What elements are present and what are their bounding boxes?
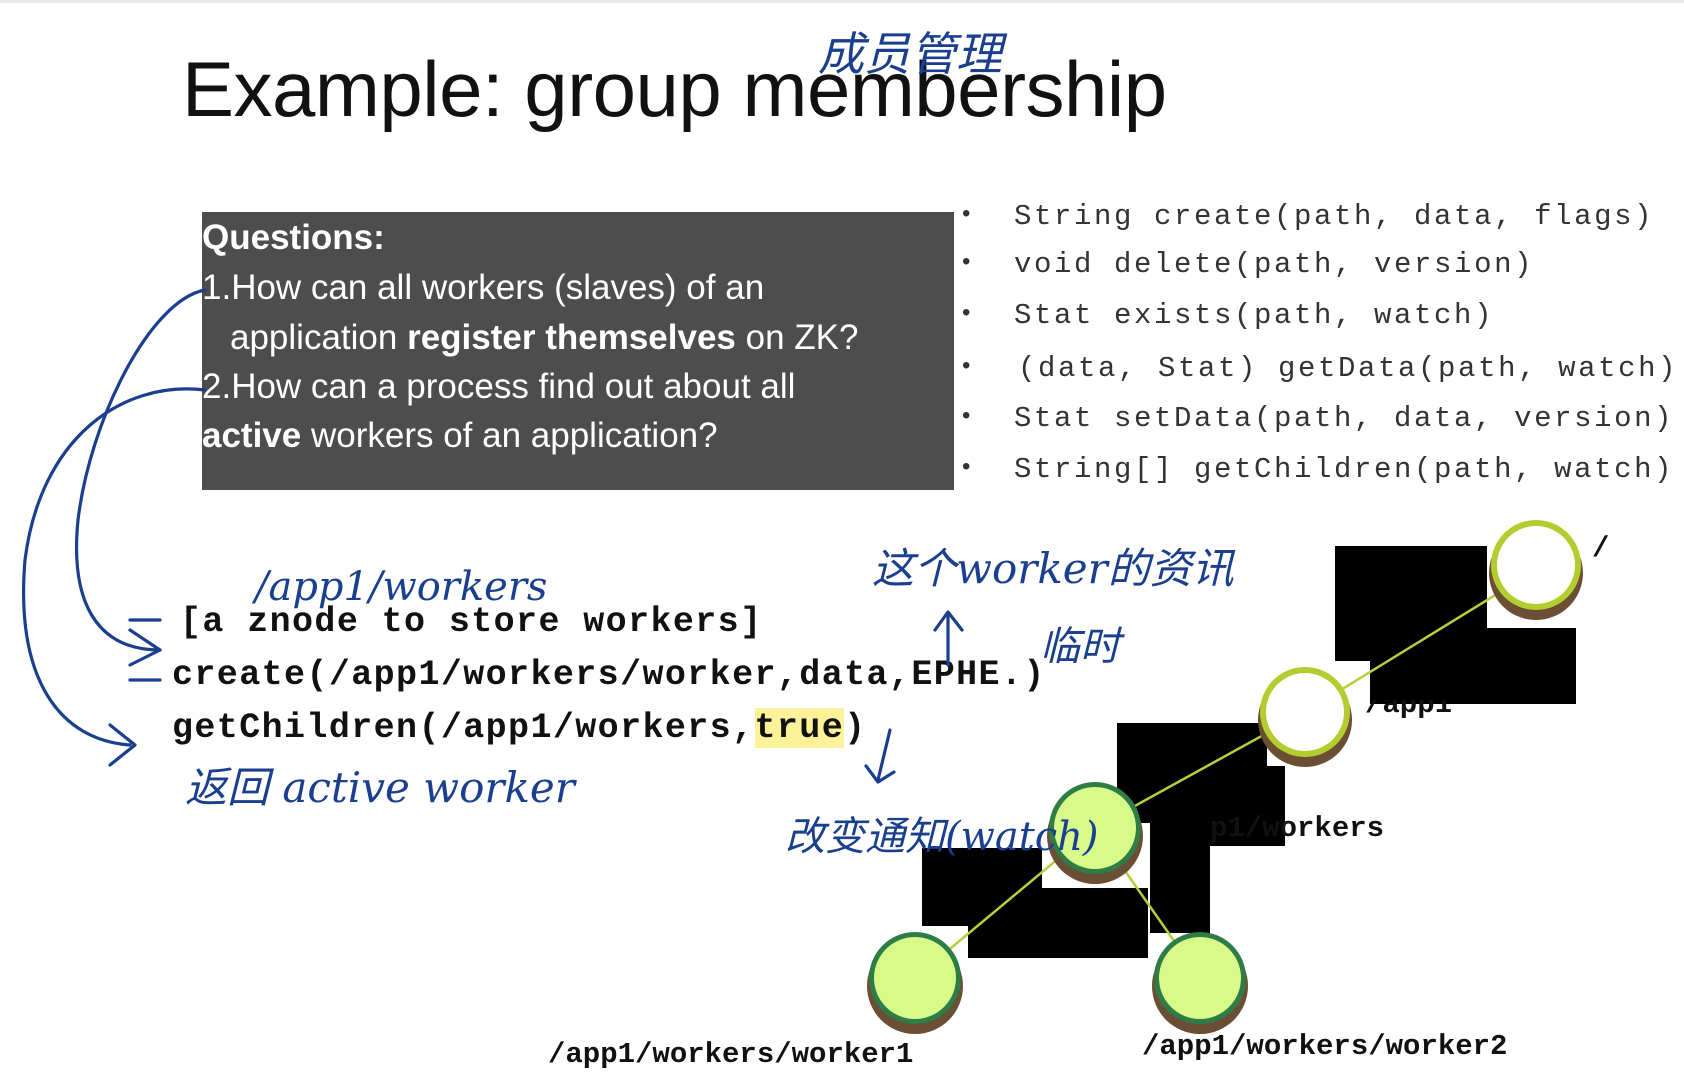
api-signature: String create(path, data, flags) <box>1014 200 1655 233</box>
api-signature: Stat exists(path, watch) <box>1014 299 1495 332</box>
bullet: • <box>962 352 974 379</box>
q1-text-pre: application <box>230 318 408 357</box>
label-box <box>1150 823 1210 933</box>
slide-title: Example: group membership <box>182 45 1167 133</box>
handwriting-curves <box>22 288 964 784</box>
question-1-line-1: 1.How can all workers (slaves) of an <box>202 268 765 307</box>
code-line-2: create(/app1/workers/worker,data,EPHE.) <box>172 655 1046 695</box>
ink-down-arrow <box>864 728 896 784</box>
bullet: • <box>962 453 974 480</box>
ink-up-arrow <box>933 610 964 667</box>
node-app1 <box>1258 667 1352 767</box>
question-1-line-2: application register themselves on ZK? <box>230 318 858 358</box>
label-box <box>1370 628 1576 704</box>
arrow-q1-head <box>128 628 162 667</box>
node-label-workers: p1/workers <box>1210 812 1385 845</box>
code-line-3-post: ) <box>844 708 867 748</box>
bullet: • <box>962 402 974 429</box>
node-worker2 <box>1152 932 1248 1034</box>
node-label-app1: /app1 <box>1365 688 1453 721</box>
top-border <box>0 0 1684 3</box>
api-signature: Stat setData(path, data, version) <box>1014 402 1675 435</box>
handwritten-notes: 成员管理 /app1/workers 这个worker的资讯 临时 改变通知(w… <box>185 27 1236 860</box>
questions-box: Questions: 1.How can all workers (slaves… <box>202 212 954 490</box>
api-signature: (data, Stat) getData(path, watch) <box>1018 352 1679 385</box>
node-label-worker2: /app1/workers/worker2 <box>1142 1030 1508 1063</box>
api-signature: void delete(path, version) <box>1014 248 1535 281</box>
ink-marks <box>128 618 162 682</box>
note-path: /app1/workers <box>251 564 547 610</box>
q2-text-bold: active <box>202 416 302 455</box>
api-signature: String[] getChildren(path, watch) <box>1014 453 1675 486</box>
bullet: • <box>962 200 974 227</box>
bullet: • <box>962 299 974 326</box>
node-root <box>1489 520 1583 620</box>
q1-text-bold: register themselves <box>407 318 736 357</box>
code-line-1: [a znode to store workers] <box>180 602 763 642</box>
node-workers <box>1047 782 1143 884</box>
code-line-3: getChildren(/app1/workers,true) <box>172 708 867 748</box>
note-return: 返回 active worker <box>185 763 578 812</box>
note-watch: 改变通知(watch) <box>785 814 1099 860</box>
questions-heading: Questions: <box>202 218 385 257</box>
q2-text-post: workers of an application? <box>301 416 718 455</box>
arrow-q2-head <box>108 723 137 767</box>
arrow-q1 <box>74 288 207 652</box>
question-2-line-2: active workers of an application? <box>202 416 718 456</box>
node-label-root: / <box>1592 532 1610 565</box>
note-ephemeral: 临时 <box>1040 624 1125 670</box>
code-watch-flag: true <box>754 708 845 748</box>
arrow-q2 <box>22 387 207 747</box>
q1-text-post: on ZK? <box>735 318 859 357</box>
bullet: • <box>962 248 974 275</box>
node-worker1 <box>867 932 963 1034</box>
node-label-worker1: /app1/workers/worker1 <box>548 1038 914 1071</box>
note-worker-info: 这个worker的资讯 <box>872 544 1236 593</box>
label-box <box>968 888 1148 958</box>
question-2-line-1: 2.How can a process find out about all <box>202 367 796 406</box>
note-title: 成员管理 <box>818 27 1008 81</box>
code-line-3-pre: getChildren(/app1/workers, <box>172 708 755 748</box>
